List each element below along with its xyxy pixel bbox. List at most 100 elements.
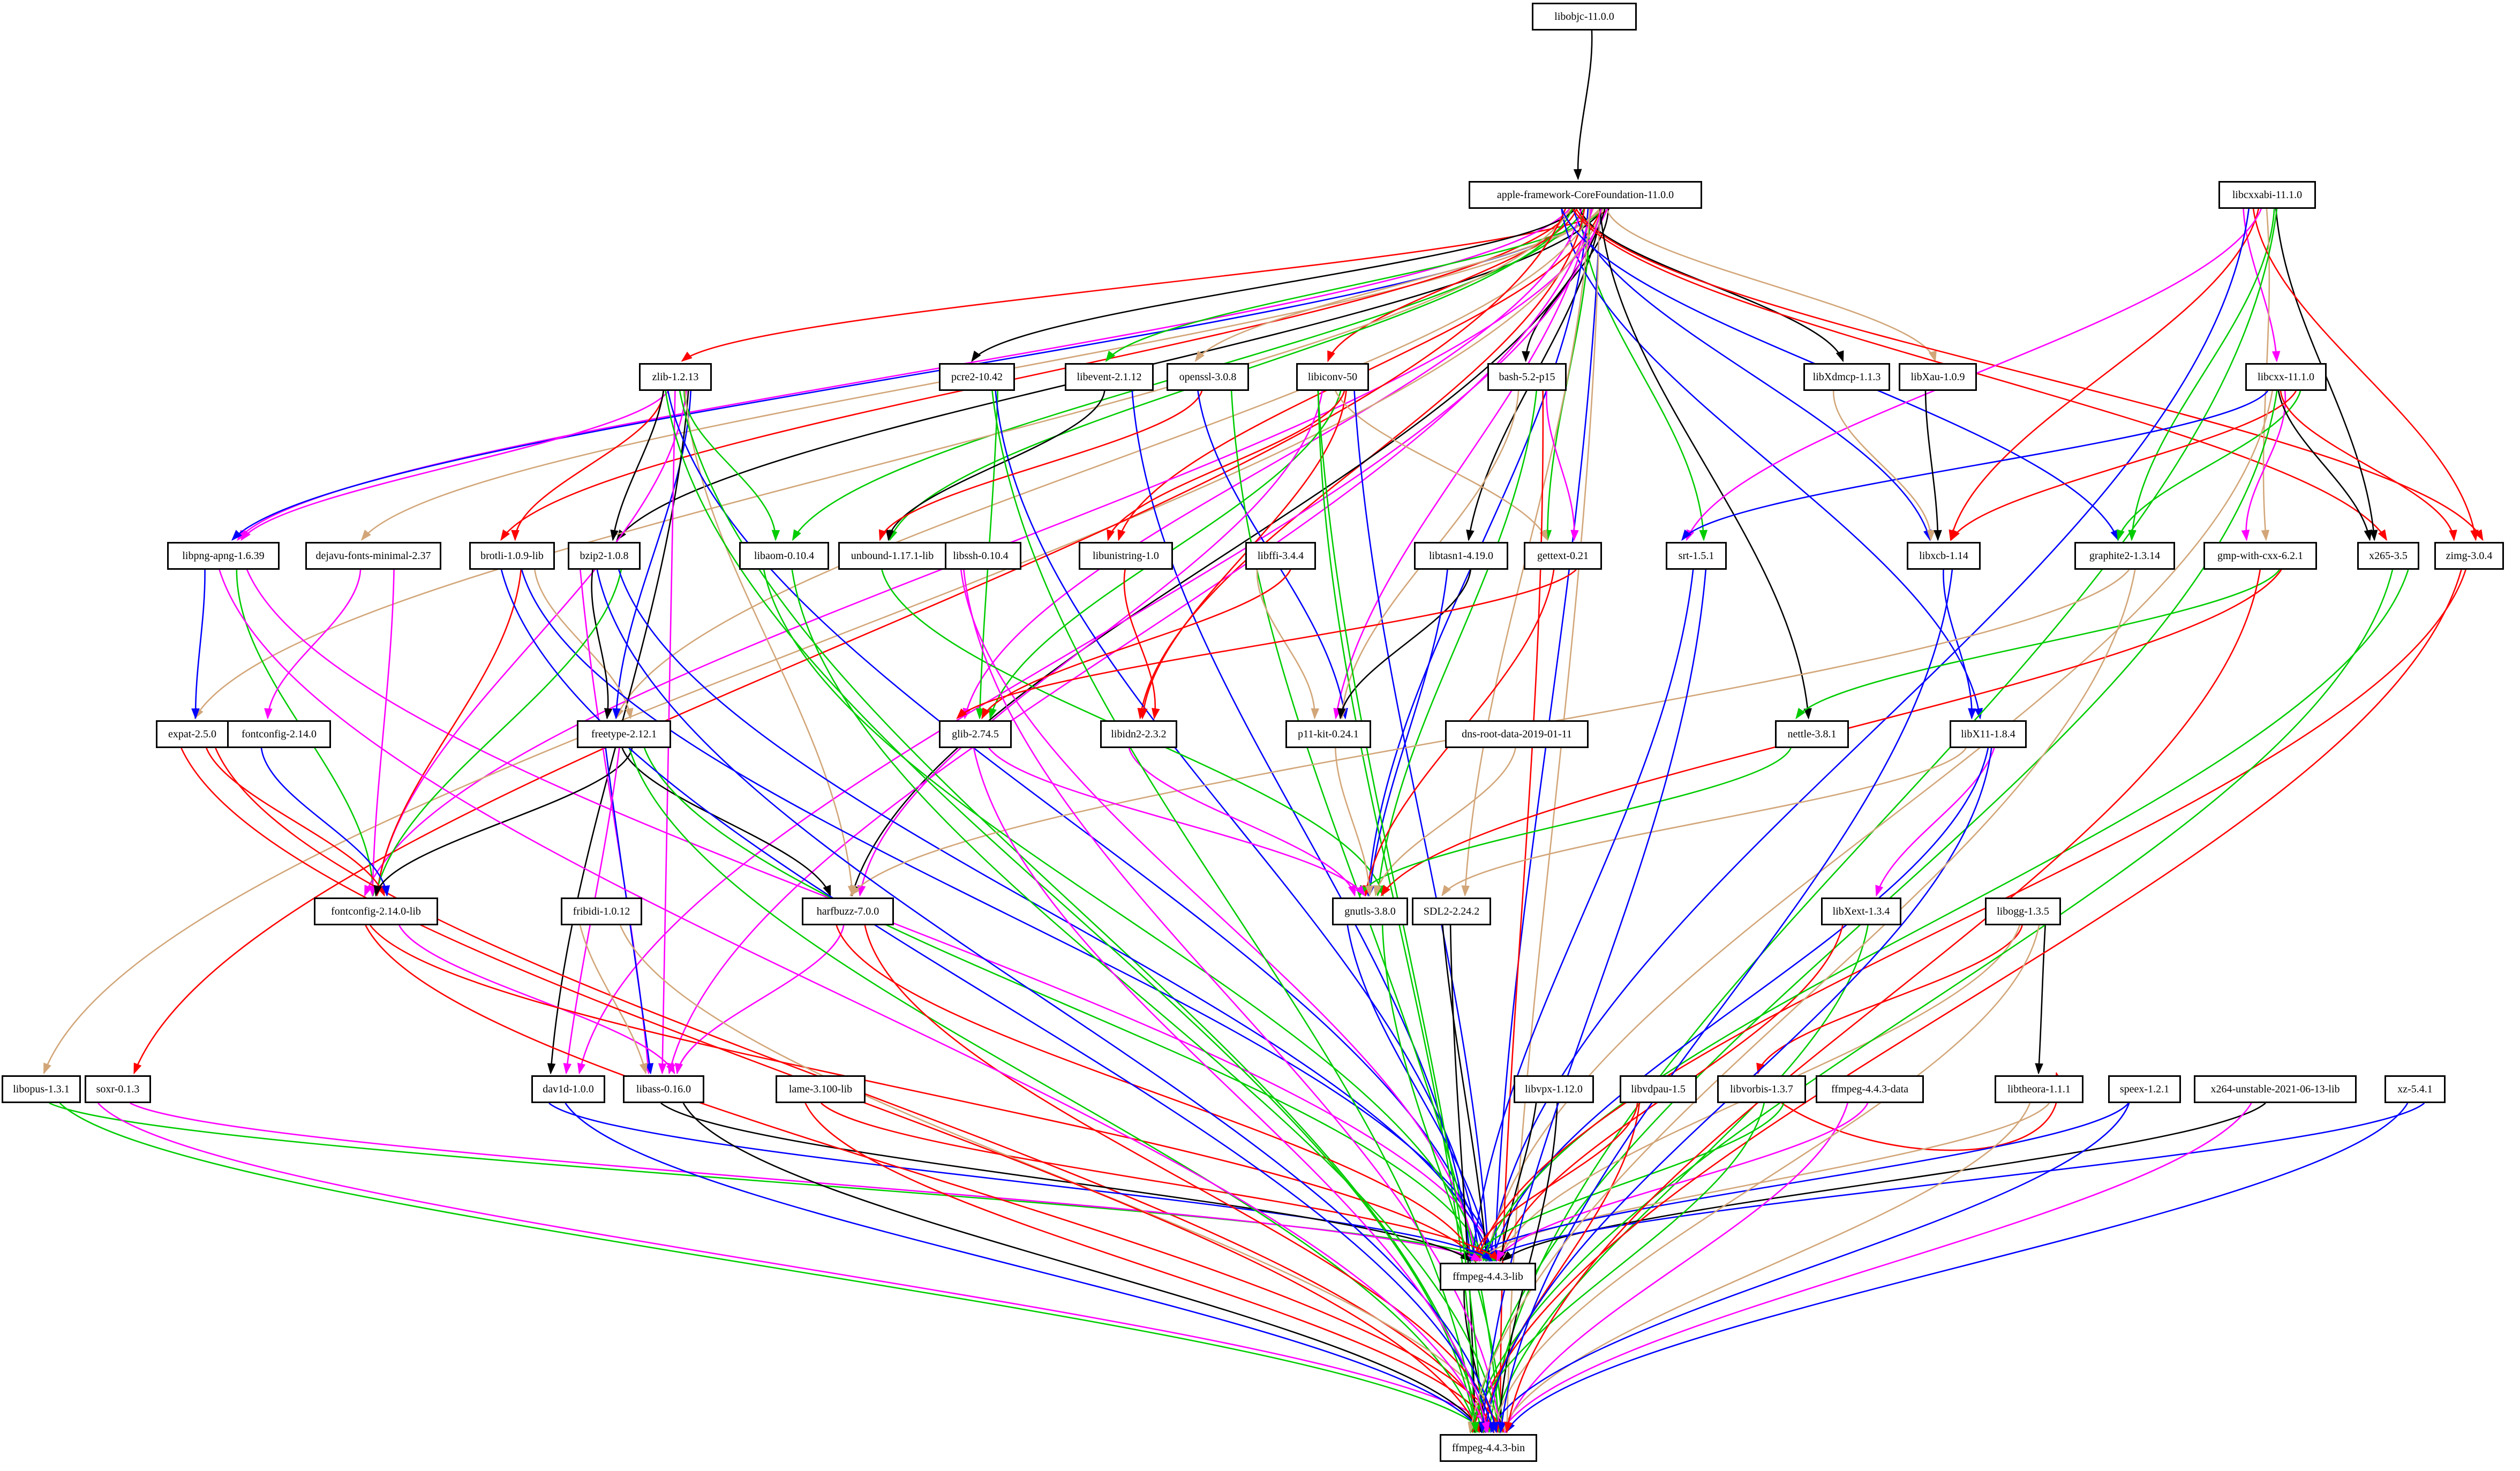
graph-node[interactable]: pcre2-10.42 [939, 363, 1015, 391]
graph-node[interactable]: libX11-1.8.4 [1950, 720, 2027, 748]
graph-node[interactable]: libffi-3.4.4 [1245, 542, 1316, 570]
graph-node-label: x264-unstable-2021-06-13-lib [2210, 1083, 2340, 1095]
graph-node[interactable]: x264-unstable-2021-06-13-lib [2194, 1075, 2357, 1103]
graph-node[interactable]: libvpx-1.12.0 [1514, 1075, 1594, 1103]
graph-node[interactable]: libopus-1.3.1 [2, 1075, 81, 1103]
graph-edge [1463, 1290, 1488, 1434]
graph-node[interactable]: libevent-2.1.12 [1065, 363, 1154, 391]
graph-node[interactable]: libcxxabi-11.1.0 [2218, 181, 2316, 209]
graph-edge [1606, 208, 1937, 363]
graph-node[interactable]: speex-1.2.1 [2108, 1075, 2181, 1103]
graph-edge [1482, 569, 2409, 1262]
graph-node[interactable]: libpng-apng-1.6.39 [167, 542, 280, 570]
graph-node[interactable]: libaom-0.10.4 [739, 542, 829, 570]
graph-node[interactable]: harfbuzz-7.0.0 [802, 897, 894, 925]
graph-node[interactable]: fribidi-1.0.12 [561, 897, 642, 925]
graph-node[interactable]: libXau-1.0.9 [1899, 363, 1977, 391]
graph-node[interactable]: brotli-1.0.9-lib [469, 542, 555, 570]
graph-edge [1501, 1103, 2031, 1434]
graph-node[interactable]: ffmpeg-4.4.3-data [1816, 1075, 1924, 1103]
graph-node[interactable]: libXext-1.3.4 [1821, 897, 1901, 925]
graph-node[interactable]: dejavu-fonts-minimal-2.37 [305, 542, 441, 570]
graph-node[interactable]: libtheora-1.1.1 [1995, 1075, 2083, 1103]
graph-node[interactable]: libvorbis-1.3.7 [1717, 1075, 1806, 1103]
graph-edge [59, 1103, 1487, 1433]
graph-node[interactable]: expat-2.5.0 [156, 720, 229, 748]
graph-node[interactable]: srt-1.5.1 [1666, 542, 1727, 570]
graph-node[interactable]: SDL2-2.24.2 [1412, 897, 1491, 925]
graph-edge [1449, 925, 1479, 1434]
graph-edge [130, 1102, 1483, 1262]
graph-node[interactable]: libidn2-2.3.2 [1100, 720, 1177, 748]
graph-edge [973, 748, 1490, 1434]
graph-node-label: lame-3.100-lib [788, 1083, 853, 1095]
graph-node[interactable]: dav1d-1.0.0 [531, 1075, 605, 1103]
graph-edge [1561, 208, 1983, 720]
graph-node[interactable]: ffmpeg-4.4.3-bin [1440, 1434, 1537, 1462]
graph-node[interactable]: libiconv-50 [1296, 363, 1369, 391]
graph-node[interactable]: gnutls-3.8.0 [1332, 897, 1408, 925]
graph-node[interactable]: freetype-2.12.1 [577, 720, 671, 748]
graph-node[interactable]: zimg-3.0.4 [2434, 542, 2504, 570]
graph-node[interactable]: unbound-1.17.1-lib [838, 542, 946, 570]
graph-edge [194, 208, 1571, 720]
graph-node[interactable]: zlib-1.2.13 [639, 363, 712, 391]
graph-edge [1107, 390, 1345, 541]
graph-node[interactable]: libssh-0.10.4 [940, 542, 1021, 570]
graph-node[interactable]: xz-5.4.1 [2384, 1075, 2446, 1103]
graph-node[interactable]: lame-3.100-lib [776, 1075, 866, 1103]
graph-node-label: speex-1.2.1 [2119, 1083, 2170, 1095]
graph-edge [1476, 569, 2466, 1262]
graph-node[interactable]: libvdpau-1.5 [1620, 1075, 1697, 1103]
graph-edge [1486, 1102, 2425, 1262]
graph-node[interactable]: bash-5.2-p15 [1487, 363, 1567, 391]
graph-edge [1498, 1103, 1537, 1262]
graph-edge [374, 390, 687, 897]
graph-node[interactable]: bzip2-1.0.8 [568, 542, 641, 570]
graph-node-label: libXdmcp-1.1.3 [1812, 371, 1881, 383]
graph-edge [2116, 390, 2301, 541]
graph-node[interactable]: fontconfig-2.14.0-lib [314, 897, 438, 925]
graph-node[interactable]: graphite2-1.3.14 [2074, 542, 2175, 570]
graph-node[interactable]: libxcb-1.14 [1907, 542, 1981, 570]
graph-node[interactable]: gmp-with-cxx-6.2.1 [2203, 542, 2317, 570]
graph-node[interactable]: x265-3.5 [2357, 542, 2419, 570]
graph-node[interactable]: libXdmcp-1.1.3 [1803, 363, 1890, 391]
graph-edge [995, 390, 1483, 1262]
graph-node-label: libvorbis-1.3.7 [1730, 1083, 1793, 1095]
graph-node-label: unbound-1.17.1-lib [851, 550, 934, 562]
graph-node[interactable]: openssl-3.0.8 [1167, 363, 1249, 391]
graph-node[interactable]: fontconfig-2.14.0 [227, 720, 331, 748]
graph-node[interactable]: soxr-0.1.3 [85, 1075, 151, 1103]
graph-node[interactable]: ffmpeg-4.4.3-lib [1440, 1263, 1536, 1291]
graph-node[interactable]: dns-root-data-2019-01-11 [1445, 720, 1589, 748]
graph-node[interactable]: libcxx-11.1.0 [2245, 363, 2327, 391]
graph-node-label: gnutls-3.8.0 [1344, 906, 1396, 917]
graph-edge [1469, 569, 1694, 1262]
graph-node-label: libunistring-1.0 [1093, 550, 1159, 562]
graph-edge [1579, 208, 1708, 541]
graph-edge [365, 925, 1505, 1434]
graph-node[interactable]: libobjc-11.0.0 [1532, 3, 1637, 31]
graph-node[interactable]: glib-2.74.5 [939, 720, 1012, 748]
graph-edge [206, 748, 385, 897]
graph-node[interactable]: p11-kit-0.24.1 [1285, 720, 1371, 748]
graph-node-label: gettext-0.21 [1537, 550, 1589, 562]
graph-edge [956, 569, 1577, 719]
graph-node[interactable]: libogg-1.3.5 [1985, 897, 2061, 925]
graph-node[interactable]: libtasn1-4.19.0 [1414, 542, 1508, 570]
graph-node[interactable]: nettle-3.8.1 [1775, 720, 1849, 748]
graph-node[interactable]: gettext-0.21 [1524, 542, 1602, 570]
graph-node[interactable]: apple-framework-CoreFoundation-11.0.0 [1469, 181, 1702, 209]
graph-node[interactable]: libunistring-1.0 [1079, 542, 1173, 570]
graph-edge [1479, 1103, 2050, 1262]
graph-edge [1501, 1103, 2266, 1262]
graph-node-label: libaom-0.10.4 [754, 550, 815, 562]
graph-edge [219, 569, 1487, 1434]
graph-node-label: libXext-1.3.4 [1832, 906, 1890, 917]
graph-edge [1131, 390, 1474, 1262]
graph-node[interactable]: libass-0.16.0 [623, 1075, 704, 1103]
graph-edge [1374, 390, 1538, 897]
graph-edge [615, 208, 1594, 720]
graph-node-label: bash-5.2-p15 [1499, 371, 1555, 383]
